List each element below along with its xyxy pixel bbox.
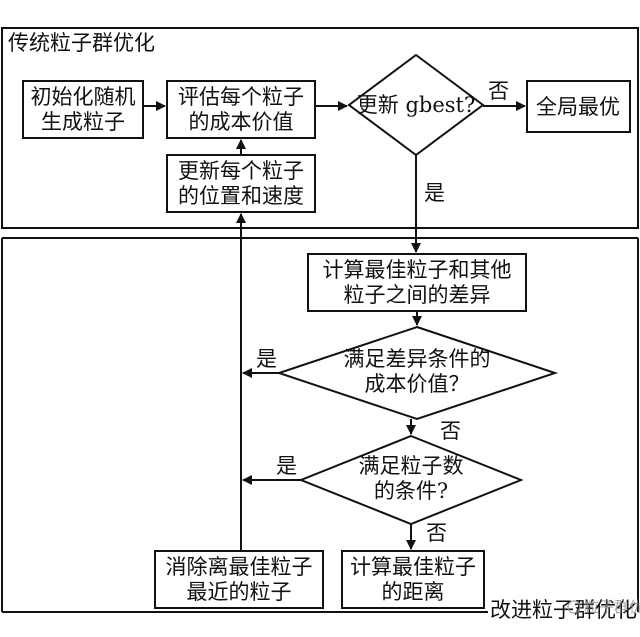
label-diff-no: 否	[440, 419, 461, 443]
remove-node-line2: 最近的粒子	[187, 580, 292, 604]
init-node-line1: 初始化随机	[31, 85, 136, 109]
label-count-no: 否	[426, 521, 447, 545]
evaluate-node-line1: 评估每个粒子	[178, 85, 304, 109]
watermark: 粒子群优化	[567, 598, 640, 616]
update-node-line2: 的位置和速度	[178, 184, 304, 208]
diff-decision-line1: 满足差异条件的	[344, 347, 491, 371]
update-node-line1: 更新每个粒子	[178, 159, 304, 183]
count-decision-line2: 的条件?	[374, 479, 448, 503]
update-node: 更新每个粒子 的位置和速度	[166, 154, 316, 213]
label-gbest-no: 否	[488, 79, 509, 103]
global-best-node-label: 全局最优	[536, 95, 620, 119]
remove-node: 消除离最佳粒子 最近的粒子	[154, 550, 324, 609]
wechat-icon	[567, 600, 581, 614]
label-count-yes: 是	[276, 454, 297, 478]
init-node-line2: 生成粒子	[41, 110, 125, 134]
improved-section-title: 改进粒子群优化	[490, 598, 637, 622]
distance-node-line2: 的距离	[382, 580, 445, 604]
evaluate-node-line2: 的成本价值	[189, 110, 294, 134]
diff-decision-line2: 成本价值？	[365, 372, 470, 396]
diff-node: 计算最佳粒子和其他 粒子之间的差异	[307, 253, 527, 312]
traditional-section-title: 传统粒子群优化	[8, 31, 155, 55]
init-node: 初始化随机 生成粒子	[22, 80, 144, 139]
gbest-decision-label: 更新 gbest?	[357, 93, 475, 117]
count-decision-line1: 满足粒子数	[359, 454, 464, 478]
distance-node: 计算最佳粒子 的距离	[341, 550, 485, 609]
remove-node-line1: 消除离最佳粒子	[166, 555, 313, 579]
watermark-text: 粒子群优化	[584, 598, 640, 616]
evaluate-node: 评估每个粒子 的成本价值	[166, 80, 316, 139]
diff-node-line1: 计算最佳粒子和其他	[323, 258, 512, 282]
diff-node-line2: 粒子之间的差异	[344, 283, 491, 307]
count-decision: 满足粒子数 的条件?	[298, 434, 524, 526]
diff-decision: 满足差异条件的 成本价值？	[275, 325, 559, 421]
label-gbest-yes: 是	[424, 181, 445, 205]
distance-node-line1: 计算最佳粒子	[350, 555, 476, 579]
label-diff-yes: 是	[256, 347, 277, 371]
global-best-node: 全局最优	[526, 80, 631, 133]
gbest-decision: 更新 gbest?	[347, 53, 485, 157]
